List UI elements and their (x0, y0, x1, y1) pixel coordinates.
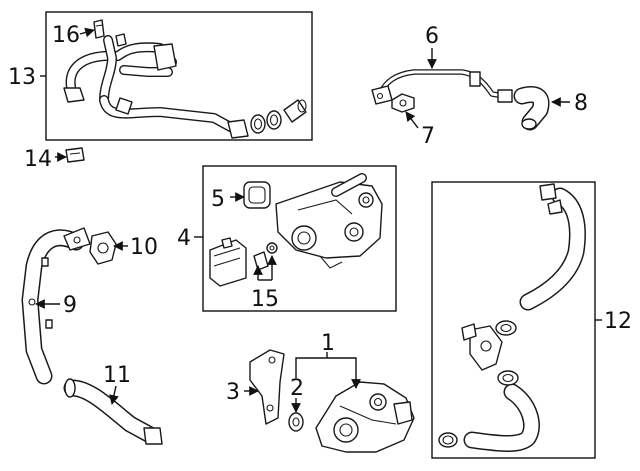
part-4-thermostat-housing (275, 173, 383, 269)
part-11-lower-hose (63, 378, 163, 445)
leader-1 (295, 357, 361, 389)
callout-7: 7 (421, 124, 435, 149)
part-15-sensor-and-oring (253, 242, 278, 271)
box-group-4 (202, 165, 397, 312)
callout-13: 13 (8, 65, 36, 90)
part-10-flange-gasket (89, 231, 117, 265)
part-13-small-fittings (250, 99, 307, 134)
callout-16: 16 (52, 23, 80, 48)
callout-4: 4 (177, 226, 191, 251)
leader-11 (109, 385, 119, 405)
callout-10: 10 (130, 235, 158, 260)
callout-8: 8 (574, 91, 588, 116)
part-6-bypass-pipe (371, 69, 513, 105)
part-4-actuator-module (209, 237, 247, 287)
part-12-radiator-hose (438, 183, 586, 452)
part-5-seal (243, 181, 271, 209)
callout-1: 1 (321, 331, 335, 356)
callout-15: 15 (251, 287, 279, 312)
part-14-clip (65, 147, 85, 163)
callout-11: 11 (103, 363, 131, 388)
leader-16 (79, 27, 95, 38)
part-3-bracket (249, 349, 285, 425)
part-9-hose-pipe (21, 227, 91, 385)
callout-5: 5 (211, 187, 225, 212)
callout-3: 3 (226, 380, 240, 405)
part-8-hose (513, 86, 550, 131)
callout-6: 6 (425, 24, 439, 49)
callout-12: 12 (604, 309, 632, 334)
part-1-water-pump (315, 381, 415, 453)
part-7-gasket (391, 93, 415, 113)
part-16-sensor (93, 19, 105, 39)
callout-14: 14 (24, 147, 52, 172)
leader-7 (405, 111, 419, 129)
part-2-bushing (288, 412, 304, 432)
part-13-coolant-tube-assembly (63, 33, 249, 139)
callout-9: 9 (63, 293, 77, 318)
callout-2: 2 (290, 376, 304, 401)
